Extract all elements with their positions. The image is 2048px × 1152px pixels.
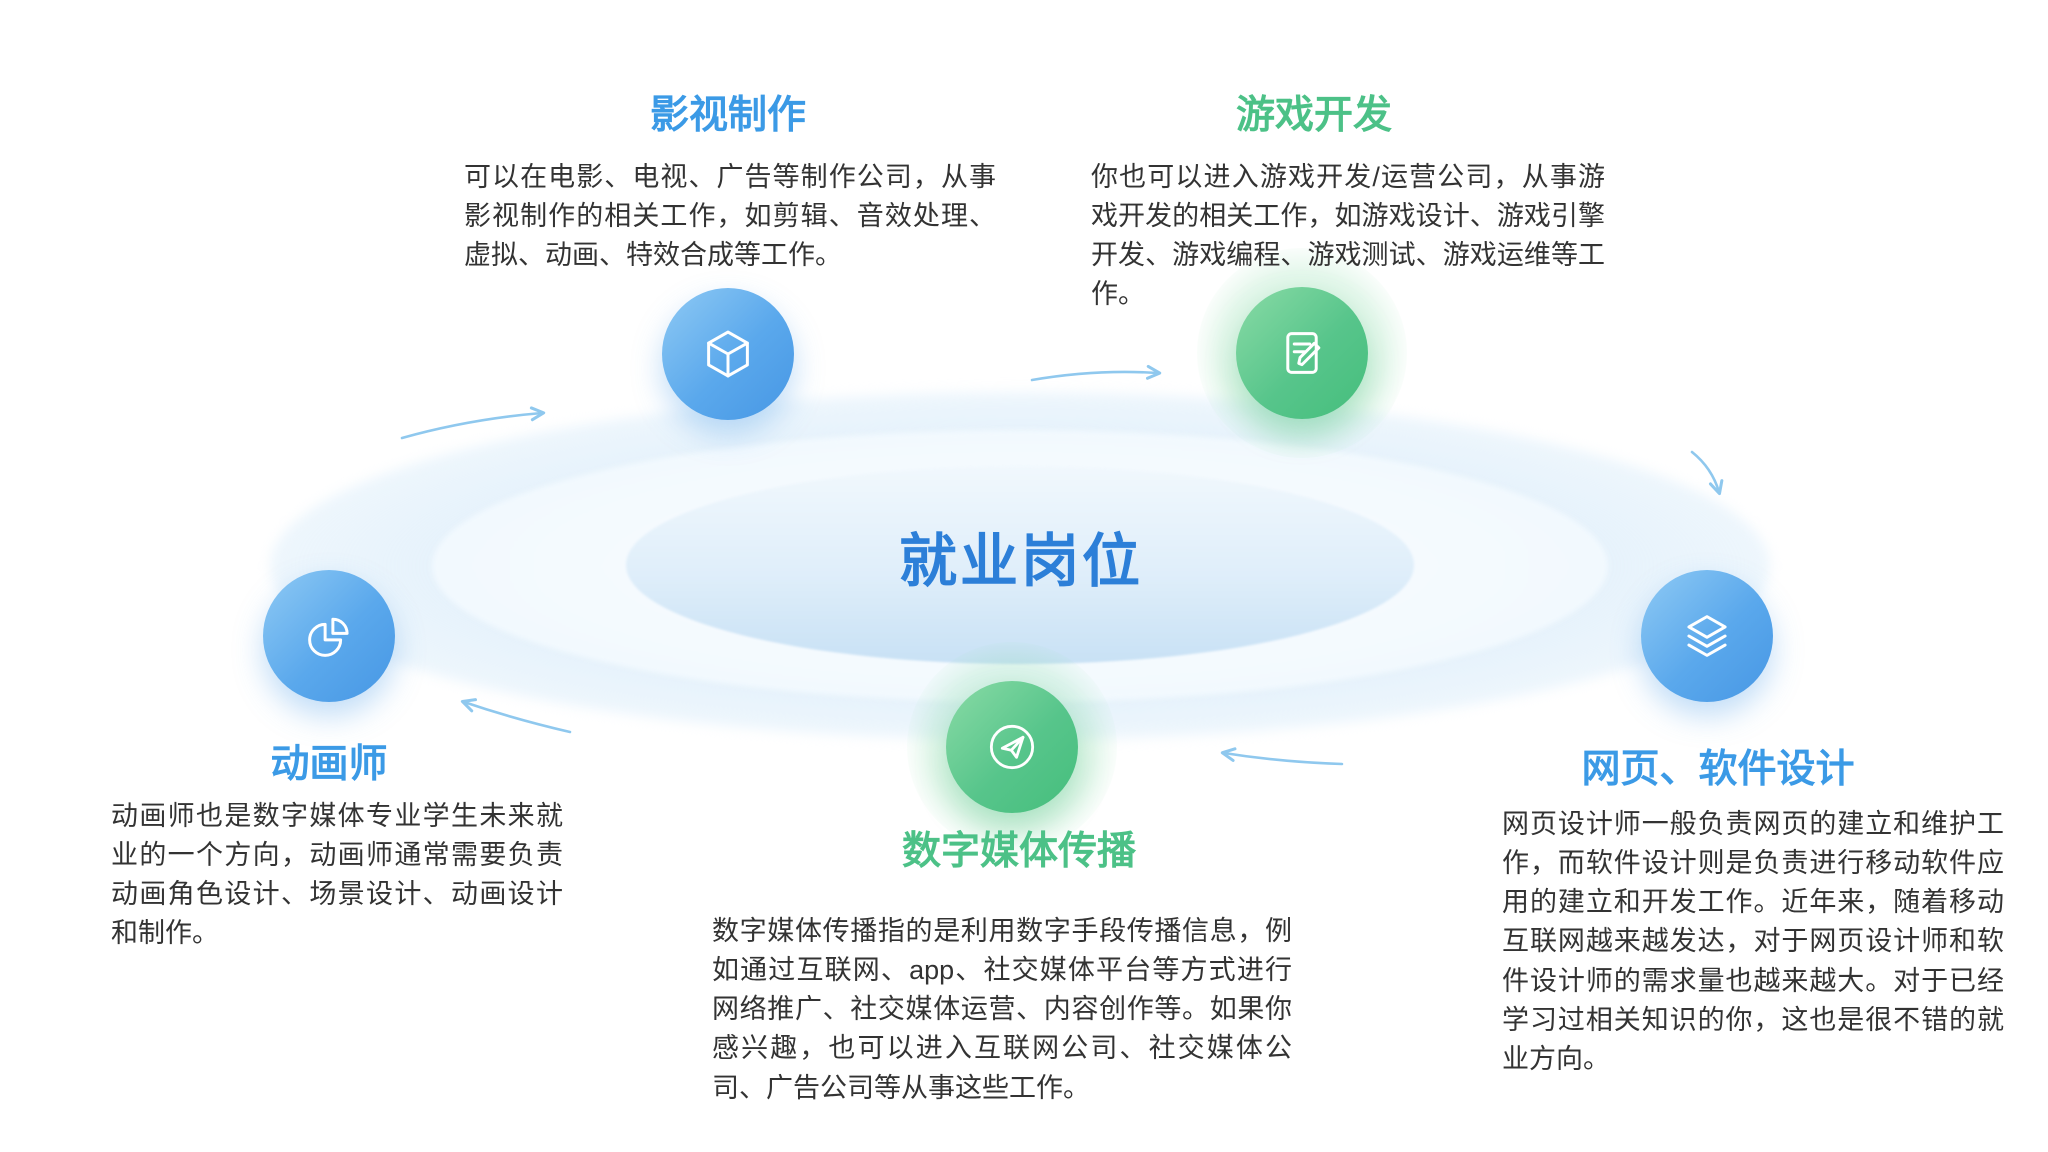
arrow-left xyxy=(400,406,546,440)
node-desc-digital: 数字媒体传播指的是利用数字手段传播信息，例如通过互联网、app、社交媒体平台等方… xyxy=(712,916,1292,1103)
cube-icon xyxy=(662,288,794,420)
node-desc-animator: 动画师也是数字媒体专业学生未来就业的一个方向，动画师通常需要负责动画角色设计、场… xyxy=(111,801,563,949)
node-desc-web: 网页设计师一般负责网页的建立和维护工作，而软件设计则是负责进行移动软件应用的建立… xyxy=(1502,809,2004,1074)
node-title-game: 游戏开发 xyxy=(1235,94,1393,137)
arrow-bottom-left xyxy=(460,698,572,734)
node-title-animator: 动画师 xyxy=(270,743,388,786)
pie-chart-icon xyxy=(263,570,395,702)
arrow-top xyxy=(1030,364,1162,382)
node-title-film: 影视制作 xyxy=(649,94,807,137)
arrow-bottom-right xyxy=(1220,747,1344,766)
node-desc-film: 可以在电影、电视、广告等制作公司，从事影视制作的相关工作，如剪辑、音效处理、虚拟… xyxy=(464,162,996,271)
diagram-center-title: 就业岗位 xyxy=(898,529,1144,594)
arrow-right xyxy=(1690,450,1724,496)
paper-plane-icon xyxy=(946,681,1078,813)
node-title-digital: 数字媒体传播 xyxy=(901,830,1137,873)
node-title-web: 网页、软件设计 xyxy=(1581,748,1855,791)
node-desc-game: 你也可以进入游戏开发/运营公司，从事游戏开发的相关工作，如游戏设计、游戏引擎开发… xyxy=(1091,162,1605,310)
layers-icon xyxy=(1641,570,1773,702)
orbit-ring-inner xyxy=(626,466,1414,664)
document-edit-icon xyxy=(1236,287,1368,419)
